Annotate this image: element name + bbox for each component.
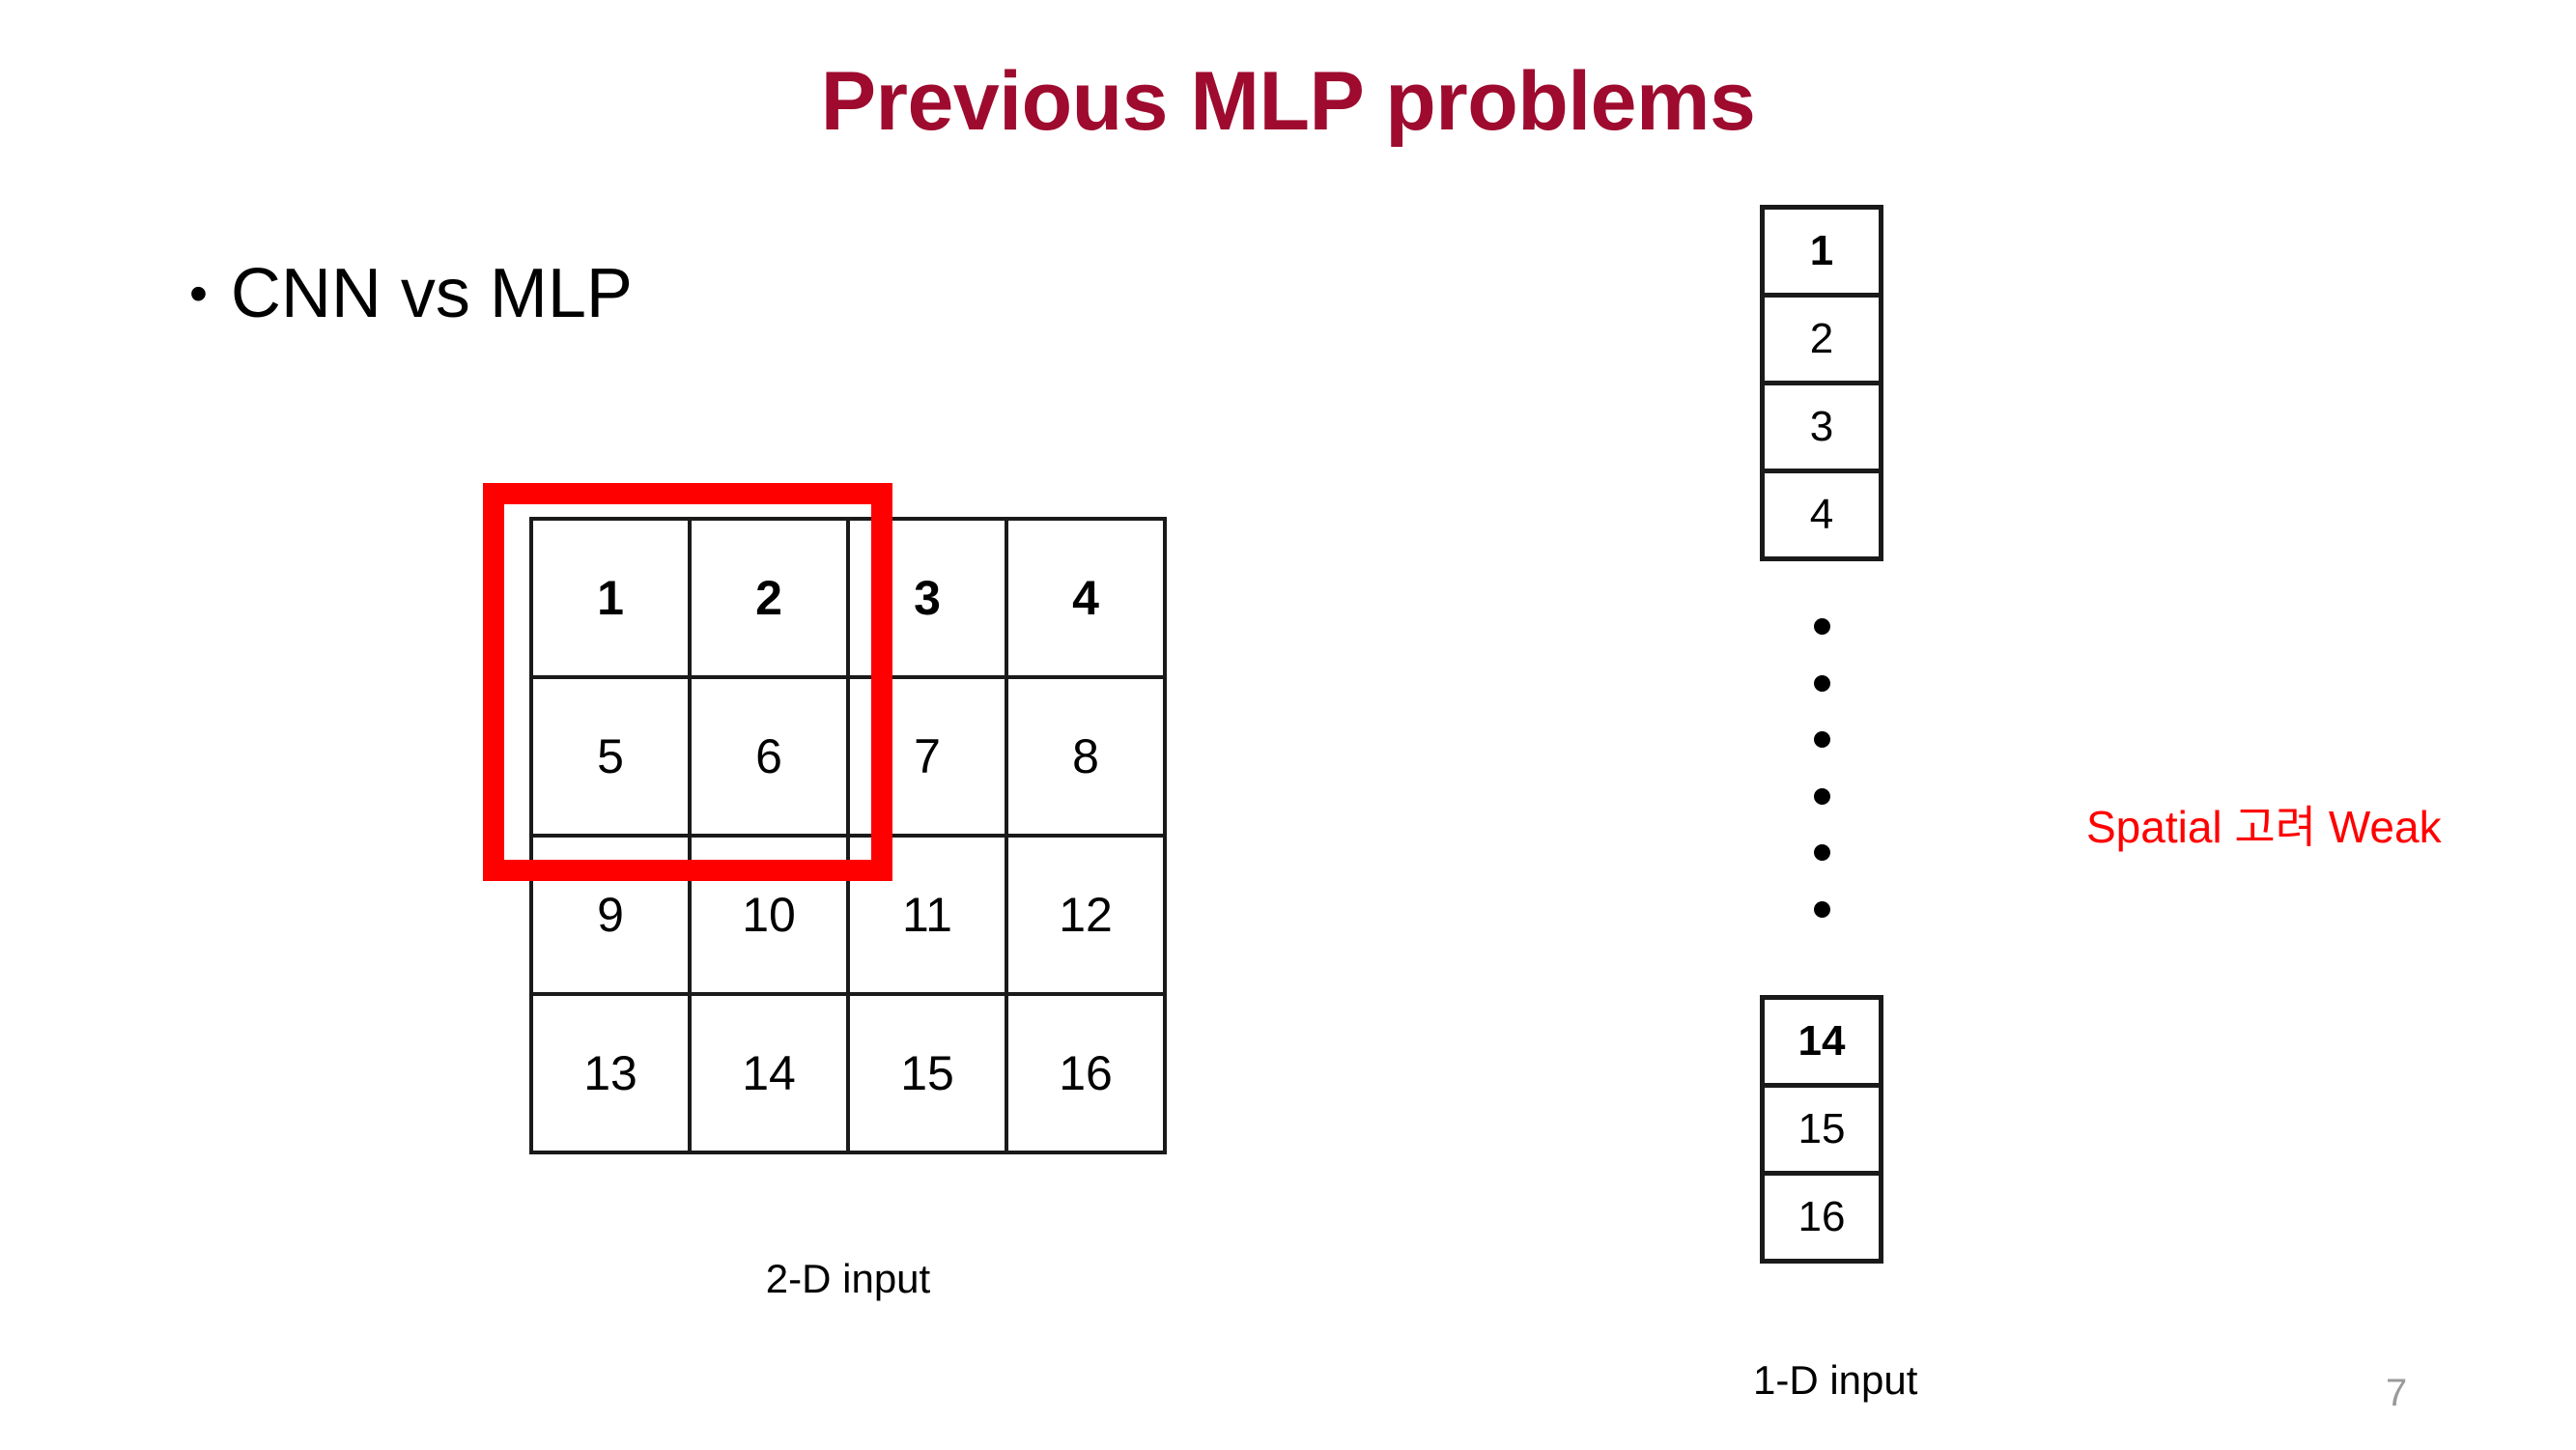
ellipsis-dot-icon [1813, 787, 1830, 805]
ellipsis-dot-icon [1813, 618, 1830, 635]
grid-2d-cell: 15 [850, 996, 1008, 1154]
ellipsis-dot-icon [1813, 900, 1830, 918]
column-1d-cell: 1 [1765, 210, 1883, 298]
column-1d-cell: 2 [1765, 298, 1883, 385]
grid-2d-cell: 13 [533, 996, 692, 1154]
column-1d-cell: 14 [1765, 1000, 1883, 1088]
bullet-point-icon: • [189, 265, 208, 323]
column-1d-caption: 1-D input [1753, 1357, 1918, 1403]
grid-2d-cell: 6 [692, 679, 850, 838]
grid-2d-caption: 2-D input [765, 1256, 931, 1301]
grid-2d-cell: 16 [1008, 996, 1167, 1154]
bullet-item-label: CNN vs MLP [230, 255, 633, 332]
grid-2d-cell: 10 [692, 838, 850, 996]
grid-2d-cell: 3 [850, 521, 1008, 679]
page-title: Previous MLP problems [820, 55, 1756, 148]
column-1d-cell: 15 [1765, 1088, 1883, 1176]
column-1d-cell: 4 [1765, 473, 1883, 561]
grid-2d-cell: 5 [533, 679, 692, 838]
grid-2d-cell: 9 [533, 838, 692, 996]
ellipsis-dot-icon [1813, 844, 1830, 862]
grid-2d-cell: 14 [692, 996, 850, 1154]
ellipsis-dot-icon [1813, 674, 1830, 692]
grid-2d-cell: 11 [850, 838, 1008, 996]
spatial-weak-annotation: Spatial 고려 Weak [2086, 802, 2442, 852]
bullet-item-cnn-vs-mlp: • CNN vs MLP [189, 259, 633, 328]
grid-2d-cell: 12 [1008, 838, 1167, 996]
vertical-ellipsis-dots-icon [1760, 618, 1883, 918]
ellipsis-dot-icon [1813, 731, 1830, 749]
grid-2d-cell: 2 [692, 521, 850, 679]
grid-2d-cell: 4 [1008, 521, 1167, 679]
grid-2d-cell: 1 [533, 521, 692, 679]
column-1d-cell: 16 [1765, 1176, 1883, 1264]
grid-2d-cell: 7 [850, 679, 1008, 838]
column-1d-cell: 3 [1765, 385, 1883, 473]
page-number: 7 [2386, 1372, 2408, 1414]
grid-2d-cell: 8 [1008, 679, 1167, 838]
